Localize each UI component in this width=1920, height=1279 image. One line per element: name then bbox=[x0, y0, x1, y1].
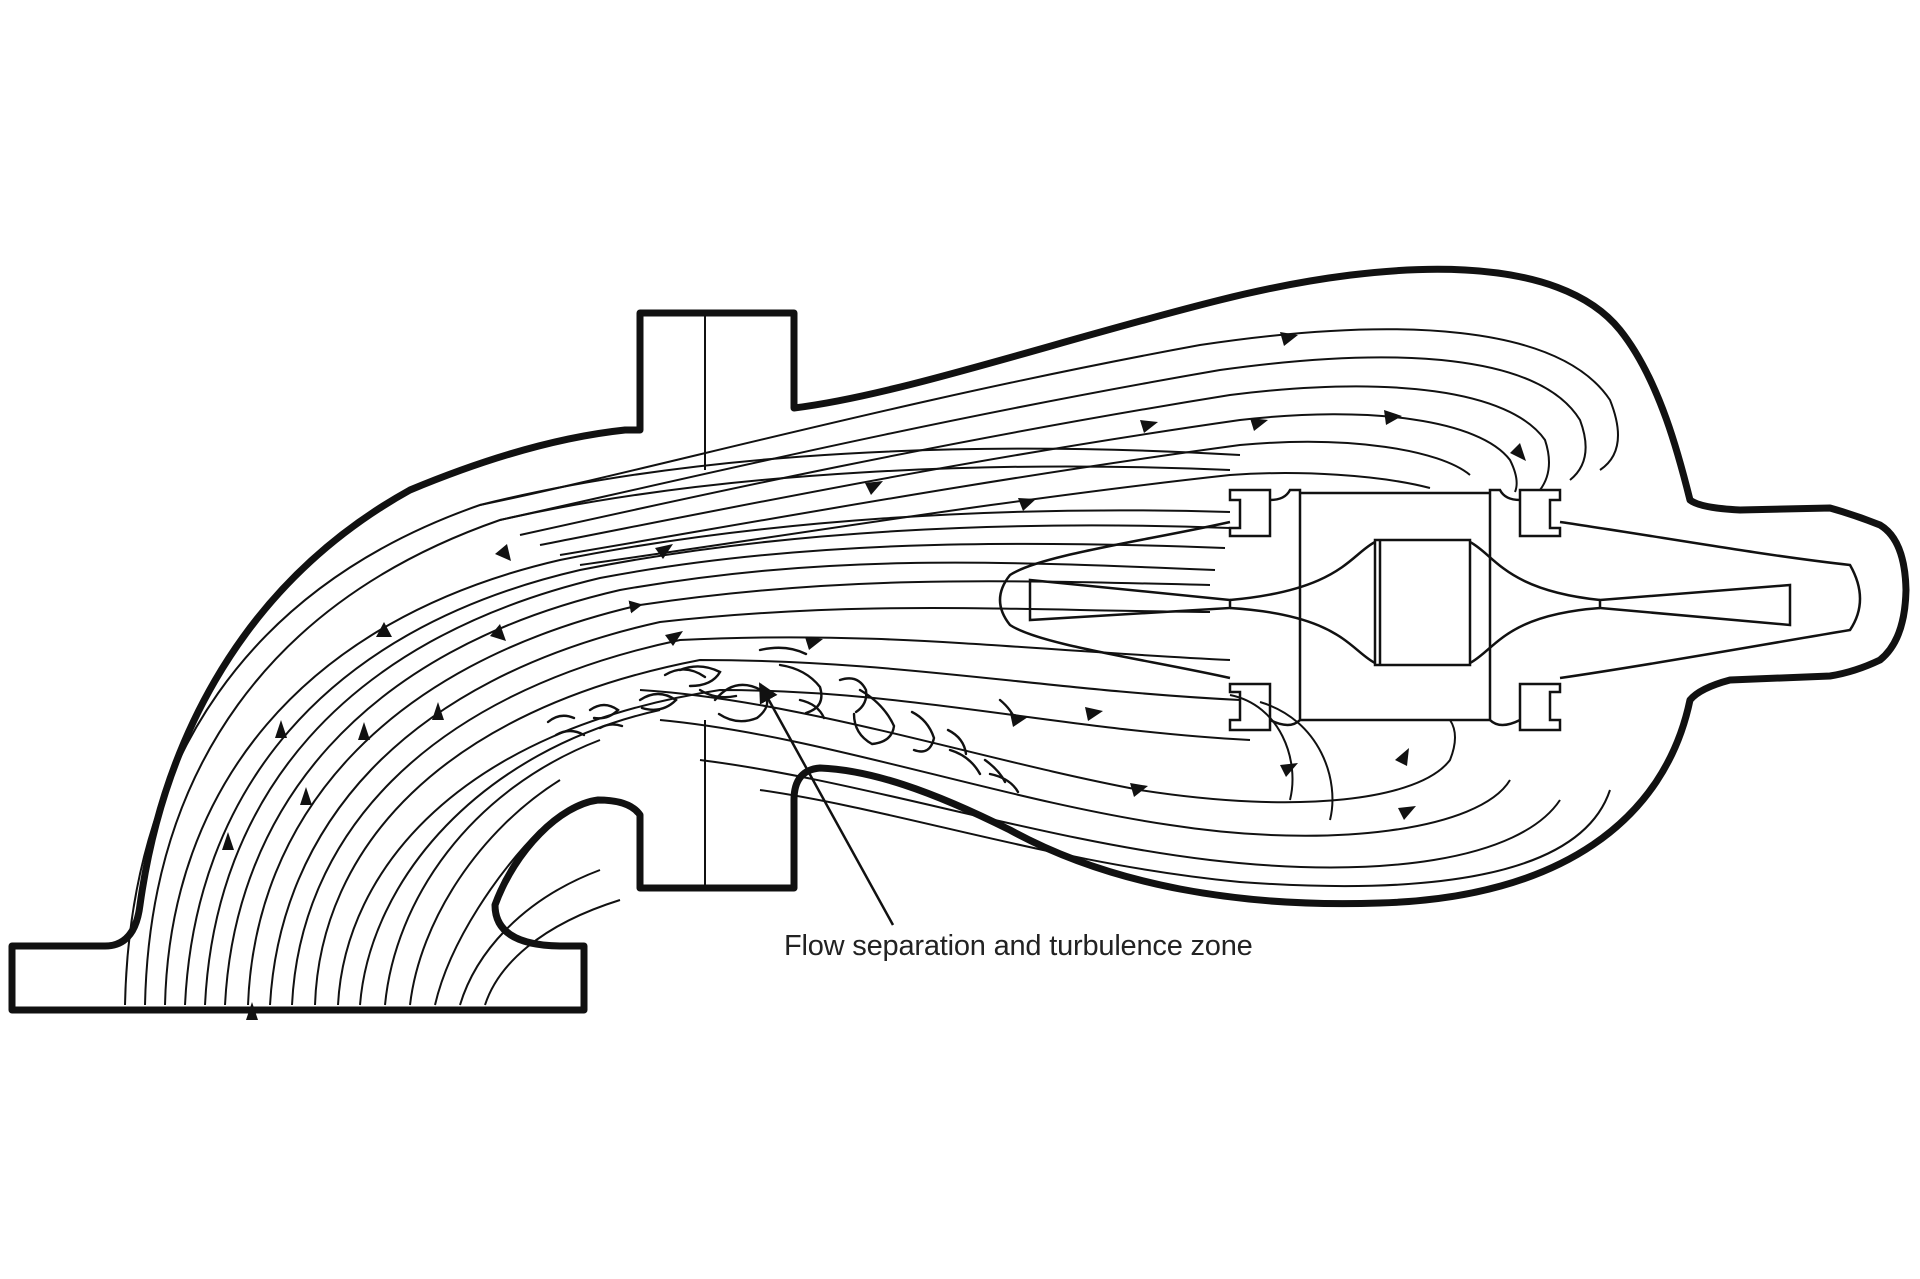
suction-elbow-casing bbox=[8, 265, 1910, 1014]
impeller bbox=[1028, 538, 1792, 667]
turbulence-eddies bbox=[546, 646, 1020, 794]
flow-streamlines bbox=[124, 328, 1619, 1006]
annotation-leader-arrow bbox=[758, 682, 895, 926]
flow-separation-annotation: Flow separation and turbulence zone bbox=[784, 930, 1253, 962]
flow-direction-arrows bbox=[222, 332, 1526, 1020]
pump-volute bbox=[998, 488, 1862, 732]
